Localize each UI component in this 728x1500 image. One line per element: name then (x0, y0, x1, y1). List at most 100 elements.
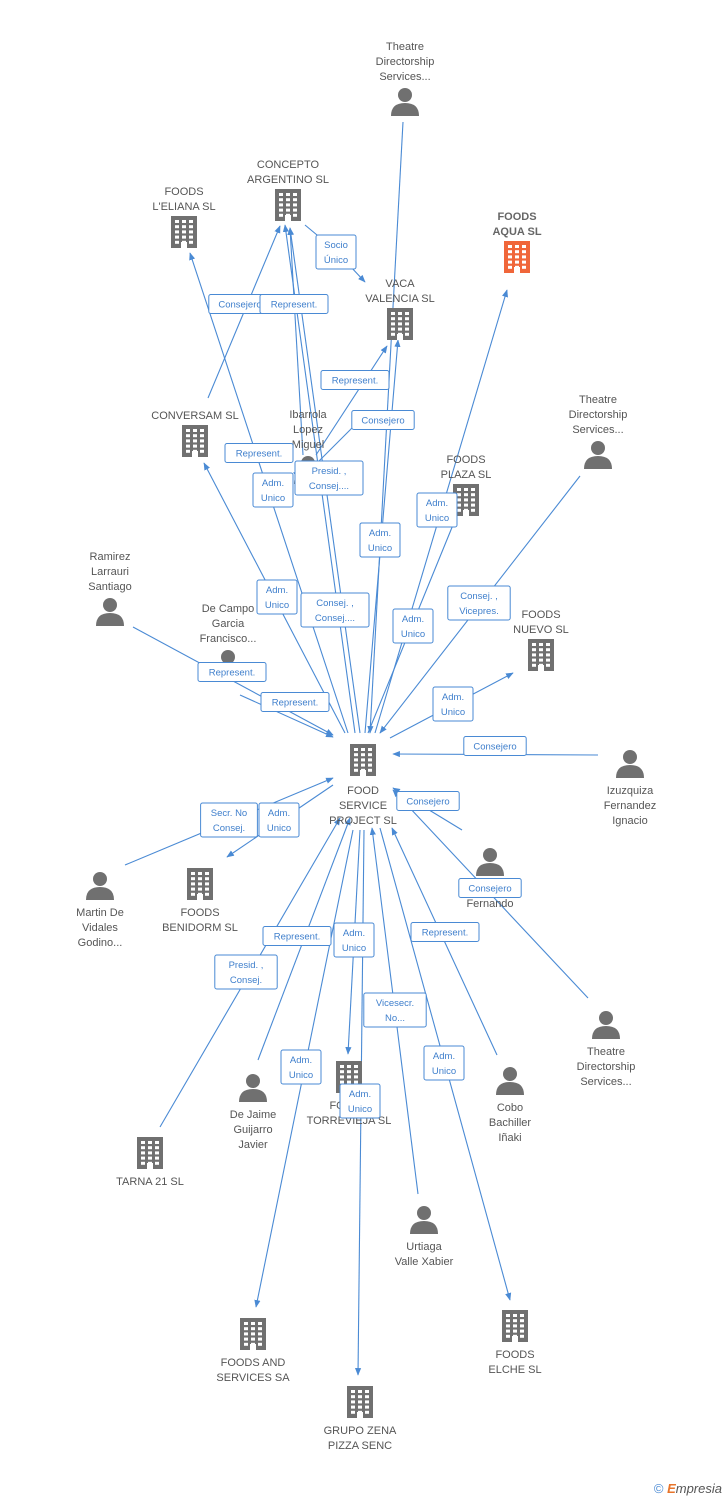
edge-ibarrola-vaca (315, 345, 388, 456)
edge-label-text: Presid. , (312, 466, 347, 477)
building-icon (187, 868, 213, 900)
edge-label[interactable]: Consej. ,Vicepres. (447, 585, 511, 621)
node-label: Martin De (76, 907, 124, 919)
building-icon (171, 216, 197, 248)
edge-label-text: Único (324, 255, 348, 266)
building-icon (240, 1318, 266, 1350)
node-martin[interactable]: Martin DeVidalesGodino... (76, 872, 124, 949)
node-tds1[interactable]: TheatreDirectorshipServices... (376, 41, 435, 116)
edge-label[interactable]: Adm. Unico (252, 472, 294, 508)
edge-label[interactable]: Adm.Unico (339, 1083, 381, 1119)
brand-rest: mpresia (675, 1481, 722, 1496)
edge-label[interactable]: Represent. (259, 294, 329, 314)
edge-label[interactable]: Consejero (396, 791, 460, 811)
node-label: GRUPO ZENA (324, 1425, 397, 1437)
person-icon (592, 1011, 620, 1039)
edge-label[interactable]: Represent. (197, 662, 267, 682)
edge-label[interactable]: Consej. ,Consej.... (300, 592, 370, 628)
person-icon (391, 88, 419, 116)
edge-label[interactable]: Adm.Unico (258, 802, 300, 838)
edge-label-box (300, 592, 370, 628)
node-tarna[interactable]: TARNA 21 SL (116, 1137, 184, 1188)
edge-label-text: Adm. (426, 498, 448, 509)
node-label: Valle Xabier (395, 1256, 454, 1268)
edge-label[interactable]: Adm.Unico (256, 579, 298, 615)
node-tds3[interactable]: TheatreDirectorshipServices... (577, 1011, 636, 1088)
edge-label[interactable]: Vicesecr.No... (363, 992, 427, 1028)
node-label: SERVICES SA (216, 1372, 290, 1384)
edge-label-text: Unico (425, 513, 449, 524)
edge-label-text: Unico (265, 600, 289, 611)
edge-label-text: Consej. (213, 823, 245, 834)
edge-label[interactable]: Adm. Unico (416, 492, 458, 528)
edge-label[interactable]: Adm.Unico (423, 1045, 465, 1081)
edge-label[interactable]: Represent. (260, 692, 330, 712)
node-decampo[interactable]: De CampoGarciaFrancisco... (200, 603, 257, 678)
edge-label[interactable]: Presid. ,Consej. (214, 954, 278, 990)
edge-decampo-fsp (239, 694, 334, 738)
edge-label[interactable]: Represent. (262, 926, 332, 946)
node-label: L'ELIANA SL (152, 201, 215, 213)
node-label: ARGENTINO SL (247, 174, 329, 186)
edge-label[interactable]: Adm.Unico (280, 1049, 322, 1085)
edge-label[interactable]: Presid. ,Consej.... (294, 460, 364, 496)
node-label: Guijarro (233, 1124, 272, 1136)
edge-label-text: Consejero (218, 300, 261, 311)
edge-label-box (252, 472, 294, 508)
edge-label-text: Unico (261, 493, 285, 504)
node-conversam[interactable]: CONVERSAM SL (151, 410, 239, 457)
edge-label-box (351, 410, 415, 430)
edge-label[interactable]: Consejero (463, 736, 527, 756)
edge-label-text: Unico (289, 1070, 313, 1081)
edge-label[interactable]: Consejero (351, 410, 415, 430)
edge-label-box (320, 370, 390, 390)
node-label: Miguel (292, 439, 324, 451)
edge-label-text: Adm. (402, 614, 424, 625)
edge-label-text: Adm. (262, 478, 284, 489)
edge-label[interactable]: Consejero (458, 878, 522, 898)
edge-label-text: Consejero (406, 797, 449, 808)
edge-label-box (432, 686, 474, 722)
edge-label[interactable]: Adm.Unico (359, 522, 401, 558)
edge-label[interactable]: Adm.Unico (432, 686, 474, 722)
node-label: PLAZA SL (441, 469, 492, 481)
edge-label[interactable]: Adm.Unico (392, 608, 434, 644)
edge-label-text: Represent. (422, 928, 468, 939)
edge-label[interactable]: Adm.Unico (333, 922, 375, 958)
copyright-symbol: © (653, 1481, 664, 1496)
node-tds2[interactable]: TheatreDirectorshipServices... (569, 394, 628, 469)
edge-label[interactable]: Represent. (320, 370, 390, 390)
edge-label-text: Consej. , (316, 598, 354, 609)
person-icon (476, 848, 504, 876)
edge-label[interactable]: Represent. (410, 922, 480, 942)
node-label: FOODS (497, 211, 536, 223)
node-label: Directorship (376, 56, 435, 68)
node-label: Larrauri (91, 566, 129, 578)
node-label: Javier (238, 1139, 268, 1151)
empresia-logo[interactable]: Empresia (667, 1481, 722, 1496)
person-icon (239, 1074, 267, 1102)
node-label: Garcia (212, 618, 245, 630)
node-label: SERVICE (339, 800, 387, 812)
node-label: CONVERSAM SL (151, 410, 238, 422)
edge-label[interactable]: Represent. (224, 443, 294, 463)
